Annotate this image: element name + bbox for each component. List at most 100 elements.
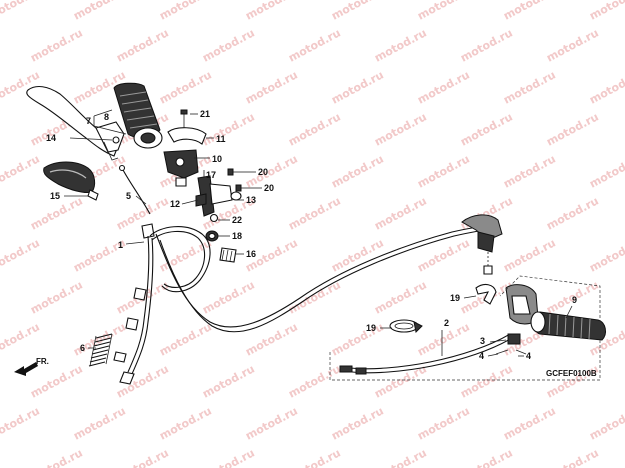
watermark-text: motod.ru <box>0 320 42 358</box>
watermark-text: motod.ru <box>501 68 558 106</box>
lever-cover <box>43 161 99 201</box>
watermark-text: motod.ru <box>329 236 386 274</box>
watermark-text: motod.ru <box>286 362 343 400</box>
throttle-cable <box>155 225 489 333</box>
watermark-text: motod.ru <box>28 362 85 400</box>
watermark-text: motod.ru <box>329 68 386 106</box>
callout-1: 1 <box>118 240 123 250</box>
watermark-text: motod.ru <box>329 152 386 190</box>
switch-harness <box>339 333 513 375</box>
watermark-text: motod.ru <box>157 68 214 106</box>
callout-20a: 20 <box>258 167 268 177</box>
callout-21: 21 <box>200 109 210 119</box>
watermark-text: motod.ru <box>329 0 386 23</box>
callout-13: 13 <box>246 195 256 205</box>
watermark-text: motod.ru <box>28 26 85 64</box>
diagram-code: GCFEF0100B <box>546 369 597 378</box>
throttle-housing <box>495 284 539 355</box>
callout-7: 7 <box>86 116 91 126</box>
watermark-text: motod.ru <box>286 278 343 316</box>
watermark-text: motod.ru <box>243 68 300 106</box>
callout-6: 6 <box>80 343 85 353</box>
callout-5: 5 <box>126 191 131 201</box>
cable-band-left <box>389 319 423 334</box>
watermark-text: motod.ru <box>458 110 515 148</box>
watermark-text: motod.ru <box>372 26 429 64</box>
callout-15: 15 <box>50 191 60 201</box>
callout-9: 9 <box>572 295 577 305</box>
watermark-text: motod.ru <box>0 152 42 190</box>
callout-12: 12 <box>170 199 180 209</box>
callout-20b: 20 <box>264 183 274 193</box>
watermark-text: motod.ru <box>544 446 601 468</box>
watermark-text: motod.ru <box>0 236 42 274</box>
watermark-text: motod.ru <box>415 404 472 442</box>
watermark-text: motod.ru <box>501 0 558 23</box>
callout-19b: 19 <box>450 293 460 303</box>
watermark-text: motod.ru <box>372 110 429 148</box>
cable-bracket <box>195 175 242 223</box>
watermark-text: motod.ru <box>372 278 429 316</box>
clutch-cable <box>113 164 211 385</box>
watermark-text: motod.ru <box>71 404 128 442</box>
watermark-text: motod.ru <box>587 68 625 106</box>
watermark-text: motod.ru <box>458 26 515 64</box>
watermark-text: motod.ru <box>587 0 625 23</box>
callout-17: 17 <box>206 170 216 180</box>
watermark-text: motod.ru <box>286 446 343 468</box>
watermark-text: motod.ru <box>544 194 601 232</box>
watermark-text: motod.ru <box>372 446 429 468</box>
watermark-text: motod.ru <box>415 0 472 23</box>
cable-band-right <box>475 283 497 305</box>
watermark-text: motod.ru <box>544 110 601 148</box>
watermark-text: motod.ru <box>458 362 515 400</box>
callout-2: 2 <box>444 318 449 328</box>
watermark-text: motod.ru <box>243 404 300 442</box>
watermark-text: motod.ru <box>0 0 42 23</box>
watermark-text: motod.ru <box>200 26 257 64</box>
watermark-text: motod.ru <box>286 26 343 64</box>
watermark-text: motod.ru <box>372 194 429 232</box>
cable-elbow <box>461 214 503 275</box>
callout-18: 18 <box>232 231 242 241</box>
bolts-20 <box>227 168 256 192</box>
callout-11: 11 <box>216 134 226 144</box>
watermark-text: motod.ru <box>243 320 300 358</box>
callout-22: 22 <box>232 215 242 225</box>
callout-4b: 4 <box>526 351 531 361</box>
watermark-text: motod.ru <box>28 446 85 468</box>
watermark-text: motod.ru <box>329 320 386 358</box>
watermark-text: motod.ru <box>544 26 601 64</box>
watermark-text: motod.ru <box>458 446 515 468</box>
callout-4a: 4 <box>479 351 484 361</box>
callout-8: 8 <box>104 112 109 122</box>
watermark-text: motod.ru <box>415 68 472 106</box>
watermark-text: motod.ru <box>114 446 171 468</box>
watermark-text: motod.ru <box>286 194 343 232</box>
watermark-text: motod.ru <box>157 320 214 358</box>
leader-lines <box>64 109 573 357</box>
watermark-text: motod.ru <box>501 152 558 190</box>
watermark-text: motod.ru <box>157 404 214 442</box>
callout-10: 10 <box>212 154 222 164</box>
watermark-text: motod.ru <box>587 152 625 190</box>
watermark-text: motod.ru <box>286 110 343 148</box>
assembly-outline <box>329 275 601 381</box>
watermark-text: motod.ru <box>329 404 386 442</box>
watermark-text: motod.ru <box>114 26 171 64</box>
callout-14: 14 <box>46 133 56 143</box>
watermark-text: motod.ru <box>587 404 625 442</box>
clutch-lever <box>26 85 125 161</box>
watermark-text: motod.ru <box>200 362 257 400</box>
throttle-grip <box>530 311 606 341</box>
callout-16: 16 <box>246 249 256 259</box>
screw-21 <box>180 109 188 128</box>
left-grip <box>113 82 163 149</box>
watermark-text: motod.ru <box>157 0 214 23</box>
watermark-text: motod.ru <box>0 404 42 442</box>
adjuster <box>205 230 237 263</box>
watermark-text: motod.ru <box>28 278 85 316</box>
front-direction-arrow-icon: FR. <box>14 357 49 376</box>
watermark-text: motod.ru <box>415 152 472 190</box>
